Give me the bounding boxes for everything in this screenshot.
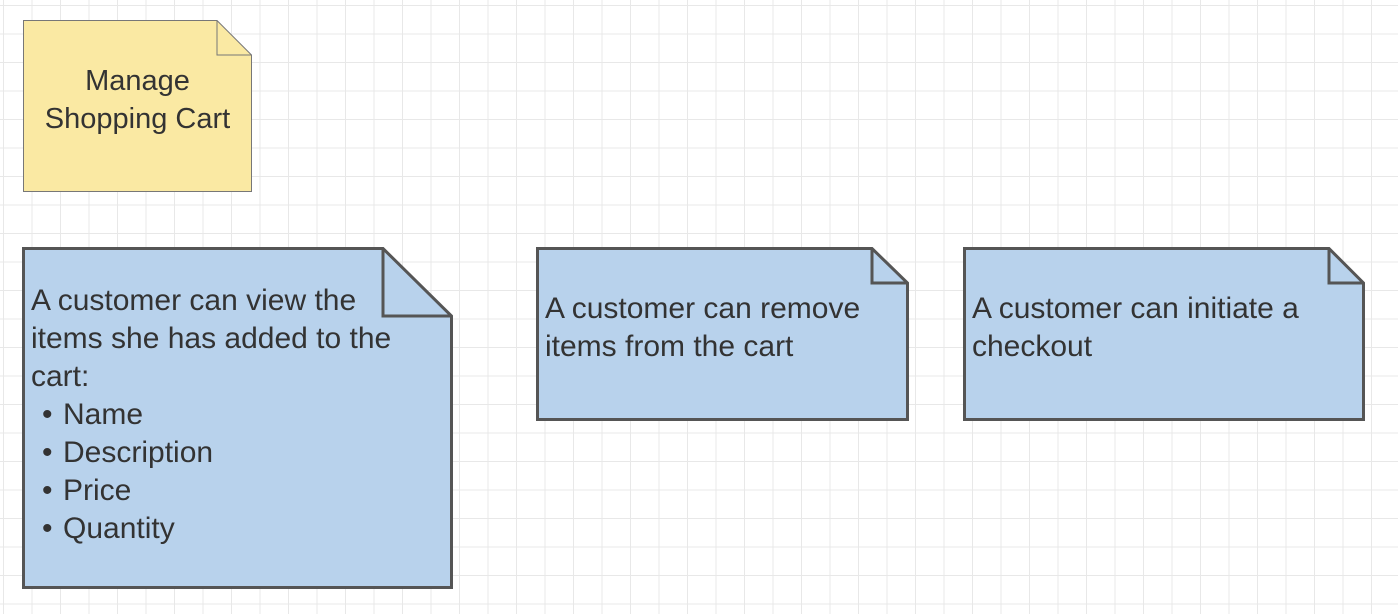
note-view-items[interactable]: A customer can view the items she has ad… (22, 247, 453, 589)
note-initiate-checkout[interactable]: A customer can initiate a checkout (963, 247, 1365, 421)
note-view-items-description: A customer can view the items she has ad… (31, 284, 392, 393)
list-item: Quantity (31, 510, 431, 548)
note-initiate-checkout-text: A customer can initiate a checkout (972, 292, 1299, 363)
note-remove-items-shape (536, 247, 909, 421)
list-item: Description (31, 434, 431, 472)
note-remove-items[interactable]: A customer can remove items from the car… (536, 247, 909, 421)
note-initiate-checkout-shape (963, 247, 1365, 421)
note-view-items-text: A customer can view the items she has ad… (31, 282, 431, 548)
title-note-line2: Shopping Cart (44, 103, 231, 135)
title-note[interactable]: Manage Shopping Cart (23, 20, 252, 192)
note-remove-items-text: A customer can remove items from the car… (545, 292, 861, 363)
list-item: Price (31, 472, 431, 510)
list-item: Name (31, 396, 431, 434)
item-fields-list: Name Description Price Quantity (31, 396, 431, 548)
title-note-text: Manage Shopping Cart (23, 62, 252, 138)
title-note-shape (23, 20, 252, 192)
title-note-line1: Manage (85, 65, 190, 97)
